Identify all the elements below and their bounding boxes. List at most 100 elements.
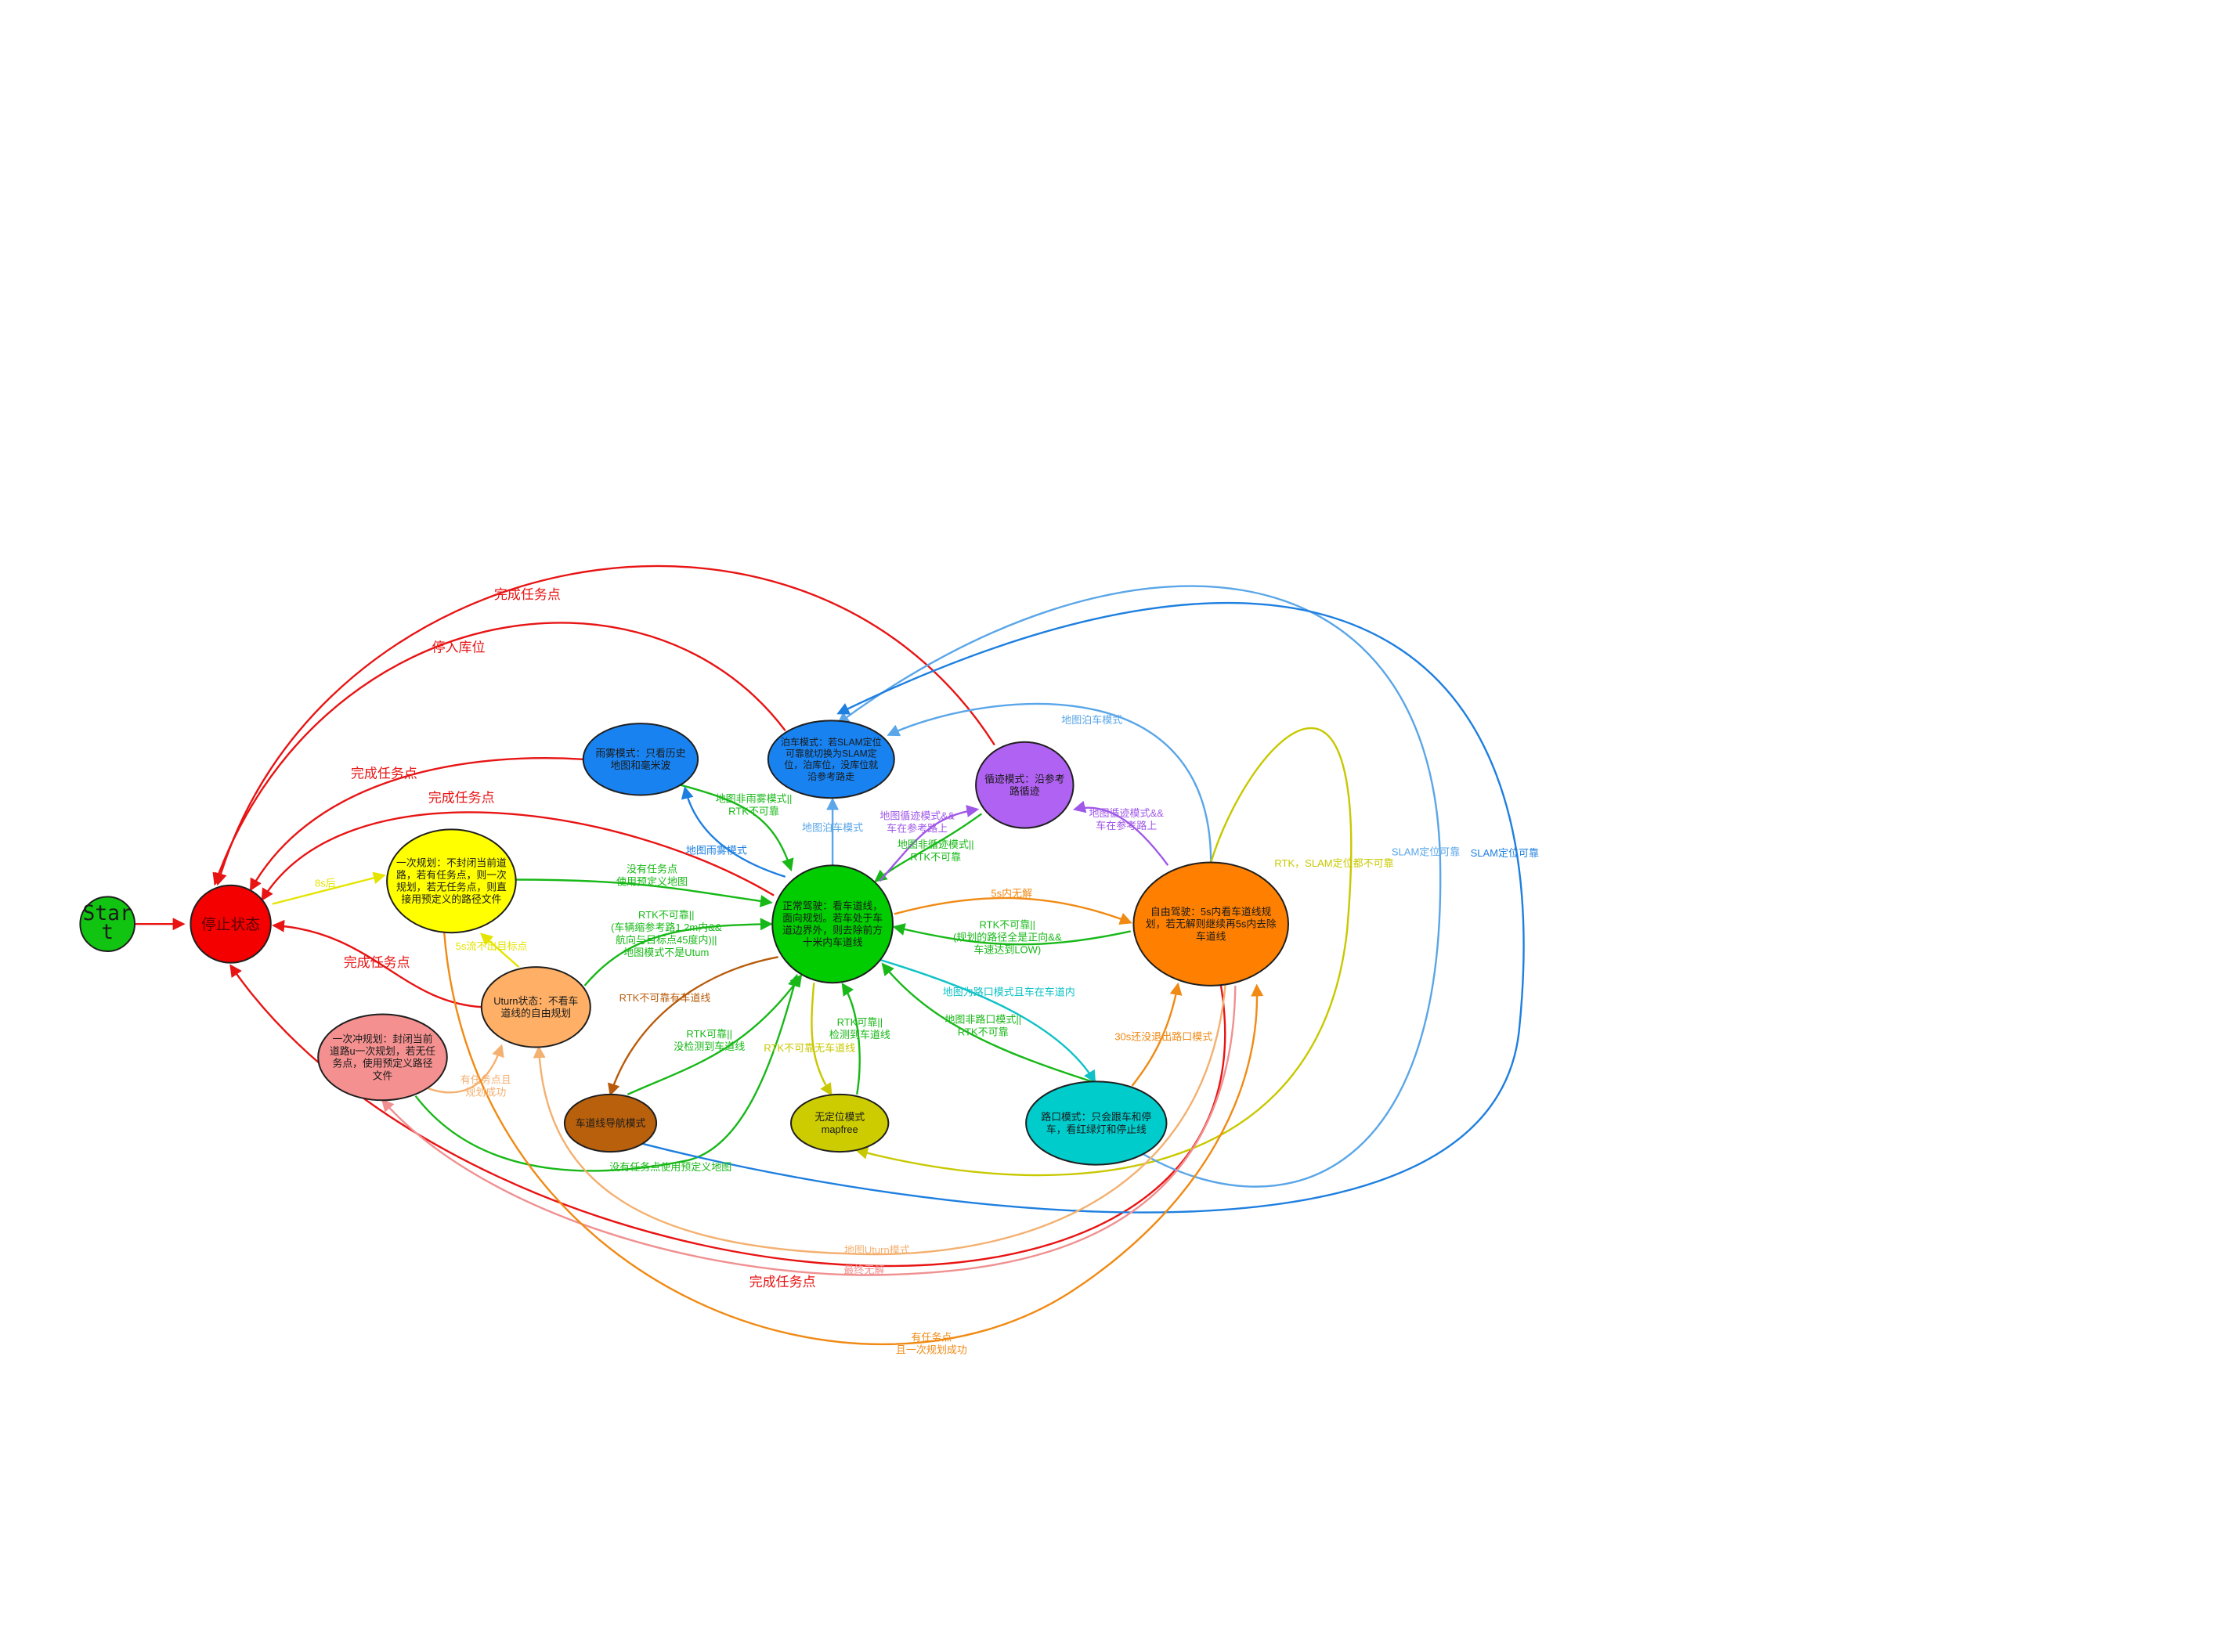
node-label-line: 车道线 (1196, 930, 1226, 942)
edge-label-uturn-stop: 完成任务点 (344, 955, 410, 970)
edge-label-free-normal: RTK不可靠||(规划的路径全是正向&&车速达到LOW) (953, 919, 1062, 956)
node-label-rain: 雨雾模式：只看历史地图和毫米波 (595, 748, 685, 772)
node-lane-nav: 车道线导航模式 (563, 1093, 658, 1153)
edge-label-line: 地图模式不是Utum (623, 947, 709, 958)
edge-label-line: RTK，SLAM定位都不可靠 (1274, 857, 1393, 869)
edge-parking-stop (212, 622, 786, 886)
node-shape (975, 741, 1074, 829)
edge-label-line: 停入库位 (432, 640, 486, 655)
edge-label-normal-lanenav: RTK不可靠有车道线 (619, 992, 711, 1004)
edge-label-line: 地图循迹模式&& (879, 810, 955, 822)
node-label-parking: 泊车模式：若SLAM定位可靠就切换为SLAM定位，泊库位，没库位就沿参考路走 (781, 736, 882, 782)
edge-label-line: 地图非雨雾模式|| (716, 793, 793, 805)
edge-label-line: (车辆缩参考路1.2m内&& (611, 922, 722, 933)
edge-label-line: 5s流不出目标点 (456, 940, 528, 952)
edge-free-tracking (1072, 800, 1169, 866)
edge-normal-noloc (811, 983, 833, 1096)
edge-label-normal-tracking: 地图循迹模式&&车在参考路上 (879, 810, 955, 835)
edge-label-normal-parking: 地图泊车模式 (802, 821, 863, 833)
node-label-line: 十米内车道线 (803, 936, 863, 948)
node-shape (190, 884, 272, 964)
edge-label-free-uturn: 地图Uturn模式 (844, 1244, 910, 1256)
node-label-line: Uturn状态：不看车 (493, 995, 578, 1007)
node-label-tracking: 循迹模式：沿参考路循迹 (984, 773, 1065, 797)
edge-label-noloc-normal: RTK可靠||检测到车道线 (829, 1016, 890, 1041)
edge-intersection-free (1131, 982, 1183, 1087)
edge-stop-once (272, 871, 386, 905)
edge-lanenav-normal (627, 974, 803, 1095)
node-parking: 泊车模式：若SLAM定位可靠就切换为SLAM定位，泊库位，没库位就沿参考路走 (767, 720, 895, 799)
edge-once-free (443, 932, 1264, 1346)
node-label-line: 一次规划：不封闭当前道 (396, 857, 507, 868)
edge-label-line: RTK不可靠|| (980, 919, 1036, 931)
edge-label-line: RTK不可靠 (958, 1026, 1009, 1038)
edge-uturn-stop (272, 919, 483, 1008)
edges-layer (135, 564, 1525, 1346)
edge-normal-tracking (879, 805, 980, 882)
edge-label-normal-stop: 完成任务点 (428, 791, 495, 806)
edge-label-impulse-normal: 没有任务点使用预定义地图 (609, 1161, 731, 1173)
node-shape (582, 723, 699, 796)
edge-label-tracking-stop: 完成任务点 (494, 587, 561, 602)
edge-label-line: 最终无解 (843, 1264, 884, 1276)
edge-label-line: 没有任务点 (627, 863, 677, 875)
edge-label-line: 地图泊车模式 (802, 821, 863, 833)
edge-label-line: 航向与目标点45度内)|| (616, 934, 717, 946)
node-label-impulse: 一次冲规划：封闭当前道路u一次规划，若无任务点，使用预定义路径文件 (330, 1033, 435, 1082)
edge-label-normal-free: 5s内无解 (991, 887, 1032, 899)
node-intersection: 路口模式：只会跟车和停车，看红绿灯和停止线 (1025, 1080, 1168, 1166)
edge-label-lanenav-parking: SLAM定位可靠 (1471, 847, 1539, 859)
node-shape (1132, 861, 1289, 987)
node-label-line: 一次冲规划：封闭当前 (333, 1033, 433, 1045)
node-shape (480, 966, 591, 1048)
edge-label-line: RTK不可靠|| (638, 909, 695, 921)
edge-label-free-stop: 完成任务点 (749, 1275, 816, 1289)
node-impulse: 一次冲规划：封闭当前道路u一次规划，若无任务点，使用预定义路径文件 (317, 1013, 448, 1102)
node-label-line: 规划，若无任务点，则直 (396, 882, 507, 893)
edge-label-line: 且一次规划成功 (896, 1344, 967, 1356)
edge-label-line: 地图非循迹模式|| (898, 839, 974, 850)
node-label-stop: 停止状态 (201, 916, 260, 932)
node-label-line: 无定位模式 (814, 1111, 865, 1123)
node-shape (1025, 1080, 1168, 1166)
node-uturn: Uturn状态：不看车道线的自由规划 (480, 966, 591, 1048)
node-label-line: 正常驾驶：看车道线， (782, 900, 883, 911)
node-label-line: 道线的自由规划 (501, 1008, 572, 1019)
edge-label-line: 完成任务点 (344, 955, 410, 970)
edge-label-impulse-uturn: 有任务点且规划成功 (460, 1073, 511, 1098)
node-label-line: 自由驾驶：5s内看车道线规 (1150, 906, 1271, 918)
node-label-line: 停止状态 (201, 916, 260, 932)
edge-label-normal-rain: 地图雨雾模式 (686, 845, 747, 857)
node-label-line: 路口模式：只会跟车和停 (1041, 1111, 1151, 1123)
edge-label-line: 没检测到车道线 (674, 1041, 745, 1052)
edge-label-intersection-normal: 地图非路口模式||RTK不可靠 (944, 1014, 1021, 1038)
edge-impulse-uturn (417, 1044, 504, 1094)
node-shape (767, 720, 895, 799)
edge-free-noloc (854, 727, 1353, 1177)
node-rain: 雨雾模式：只看历史地图和毫米波 (582, 723, 699, 796)
edge-label-line: 完成任务点 (428, 791, 495, 806)
node-shape (386, 828, 517, 934)
edge-normal-lanenav (608, 956, 778, 1097)
node-tracking: 循迹模式：沿参考路循迹 (975, 741, 1074, 829)
edge-label-line: 完成任务点 (749, 1275, 816, 1289)
edge-free-normal (892, 923, 1131, 946)
edge-label-line: 完成任务点 (351, 766, 417, 781)
node-label-line: 可靠就切换为SLAM定 (786, 748, 877, 759)
edge-label-line: 规划成功 (465, 1086, 506, 1098)
node-once-plan: 一次规划：不封闭当前道路，若有任务点，则一次规划，若无任务点，则直接用预定义的路… (386, 828, 517, 934)
edge-free-uturn (533, 985, 1226, 1256)
edge-label-line: RTK不可靠有车道线 (619, 992, 711, 1004)
node-label-line: 泊车模式：若SLAM定位 (781, 736, 882, 748)
node-stop: 停止状态 (190, 884, 272, 964)
edge-label-line: 使用预定义地图 (616, 875, 688, 887)
node-label-line: t (101, 921, 114, 944)
edge-label-line: 车在参考路上 (1096, 820, 1157, 831)
edge-label-free-tracking: 地图循迹模式&&车在参考路上 (1089, 807, 1165, 831)
edge-label-line: 8s后 (315, 878, 336, 889)
edge-label-line: RTK不可靠 (728, 806, 779, 817)
edge-rain-normal (680, 784, 794, 871)
edge-rain-stop (250, 757, 583, 892)
